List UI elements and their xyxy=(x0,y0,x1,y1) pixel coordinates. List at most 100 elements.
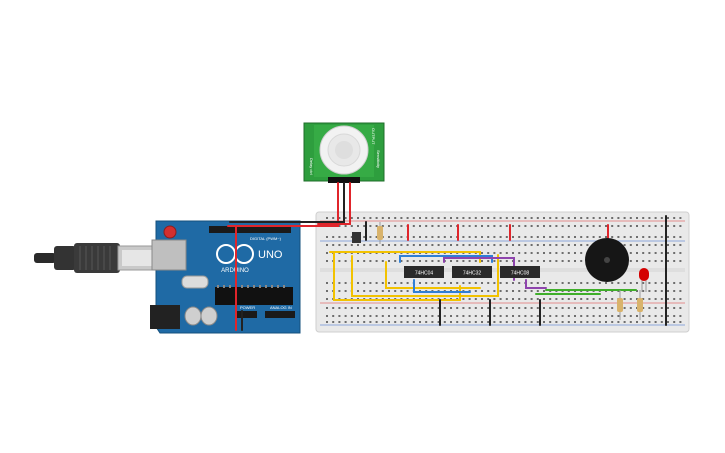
breadboard-hole xyxy=(462,236,465,238)
breadboard-hole xyxy=(499,307,502,309)
breadboard-hole xyxy=(629,298,632,300)
breadboard-hole xyxy=(338,225,341,227)
breadboard-hole xyxy=(462,244,465,246)
breadboard-hole xyxy=(499,260,502,262)
breadboard-hole xyxy=(326,236,328,238)
chip-label-3: 74HC08 xyxy=(511,271,530,277)
breadboard-hole xyxy=(412,315,415,317)
breadboard-hole xyxy=(530,225,533,227)
breadboard-hole xyxy=(406,307,409,309)
breadboard-hole xyxy=(388,290,390,292)
breadboard-hole xyxy=(375,244,378,246)
breadboard-hole xyxy=(400,236,403,238)
breadboard-hole xyxy=(518,217,521,219)
chip-74hc08: 74HC08 xyxy=(500,266,540,278)
breadboard-hole xyxy=(667,290,669,292)
breadboard-hole xyxy=(611,225,614,227)
breadboard-hole xyxy=(388,307,390,309)
pushbutton[interactable] xyxy=(352,232,361,243)
breadboard-hole xyxy=(598,321,601,323)
wire-blue-2 xyxy=(413,279,471,293)
breadboard-hole xyxy=(400,282,403,284)
breadboard-hole xyxy=(530,260,533,262)
breadboard-hole xyxy=(629,217,632,219)
wire-yellow-2 xyxy=(351,254,499,297)
breadboard-hole xyxy=(530,217,533,219)
breadboard-hole xyxy=(419,244,421,246)
breadboard-hole xyxy=(580,252,583,254)
breadboard-hole xyxy=(598,298,601,300)
breadboard-hole xyxy=(431,282,434,284)
breadboard-hole xyxy=(406,321,409,323)
breadboard-hole xyxy=(499,252,502,254)
breadboard-hole xyxy=(443,282,446,284)
breadboard-hole xyxy=(350,315,353,317)
breadboard-hole xyxy=(350,321,353,323)
breadboard-hole xyxy=(524,217,527,219)
breadboard-hole xyxy=(679,315,682,317)
breadboard-hole xyxy=(468,225,471,227)
breadboard-hole xyxy=(394,321,397,323)
breadboard-hole xyxy=(617,321,620,323)
chip-74hc32: 74HC32 xyxy=(452,266,492,278)
breadboard-hole xyxy=(642,290,645,292)
breadboard-hole xyxy=(375,315,378,317)
breadboard-hole xyxy=(567,315,570,317)
breadboard-hole xyxy=(530,321,533,323)
breadboard-hole xyxy=(412,236,415,238)
breadboard-hole xyxy=(536,307,539,309)
breadboard-hole xyxy=(555,252,558,254)
breadboard-hole xyxy=(462,260,465,262)
breadboard-hole xyxy=(555,321,558,323)
breadboard-hole xyxy=(493,321,496,323)
breadboard-hole xyxy=(660,282,663,284)
breadboard-hole xyxy=(561,307,564,309)
breadboard-hole xyxy=(530,252,533,254)
breadboard-hole xyxy=(561,298,564,300)
breadboard-hole xyxy=(536,252,539,254)
breadboard-hole xyxy=(648,282,651,284)
breadboard-hole xyxy=(406,260,409,262)
breadboard-hole xyxy=(431,225,434,227)
breadboard-hole xyxy=(636,315,638,317)
breadboard-hole xyxy=(629,260,632,262)
breadboard-hole xyxy=(673,225,676,227)
breadboard-hole xyxy=(598,236,601,238)
breadboard-hole xyxy=(350,307,353,309)
breadboard-hole xyxy=(605,236,607,238)
led xyxy=(639,268,649,292)
breadboard-hole xyxy=(642,260,645,262)
breadboard-hole xyxy=(617,217,620,219)
breadboard-hole xyxy=(412,260,415,262)
breadboard-hole xyxy=(543,252,545,254)
breadboard-hole xyxy=(512,315,514,317)
breadboard-hole xyxy=(536,225,539,227)
breadboard-hole xyxy=(518,236,521,238)
breadboard-hole xyxy=(617,282,620,284)
breadboard-hole xyxy=(481,321,483,323)
breadboard-hole xyxy=(456,260,459,262)
breadboard-hole xyxy=(481,244,483,246)
breadboard-hole xyxy=(518,252,521,254)
breadboard-hole xyxy=(667,236,669,238)
breadboard-hole xyxy=(381,217,384,219)
arduino-model: UNO xyxy=(258,249,283,261)
breadboard-hole xyxy=(350,236,353,238)
breadboard-hole xyxy=(592,315,595,317)
breadboard-hole xyxy=(629,244,632,246)
breadboard-hole xyxy=(549,217,552,219)
breadboard-hole xyxy=(543,282,545,284)
breadboard-hole xyxy=(425,217,428,219)
breadboard-hole xyxy=(611,282,614,284)
breadboard-hole xyxy=(512,290,514,292)
crystal xyxy=(181,275,209,289)
breadboard-hole xyxy=(462,298,465,300)
breadboard-hole xyxy=(536,321,539,323)
pir-right-label: OUTPUT xyxy=(371,128,376,145)
breadboard-hole xyxy=(462,217,465,219)
breadboard-hole xyxy=(660,244,663,246)
breadboard-hole xyxy=(400,225,403,227)
reset-button[interactable] xyxy=(163,225,177,239)
breadboard-hole xyxy=(450,282,452,284)
